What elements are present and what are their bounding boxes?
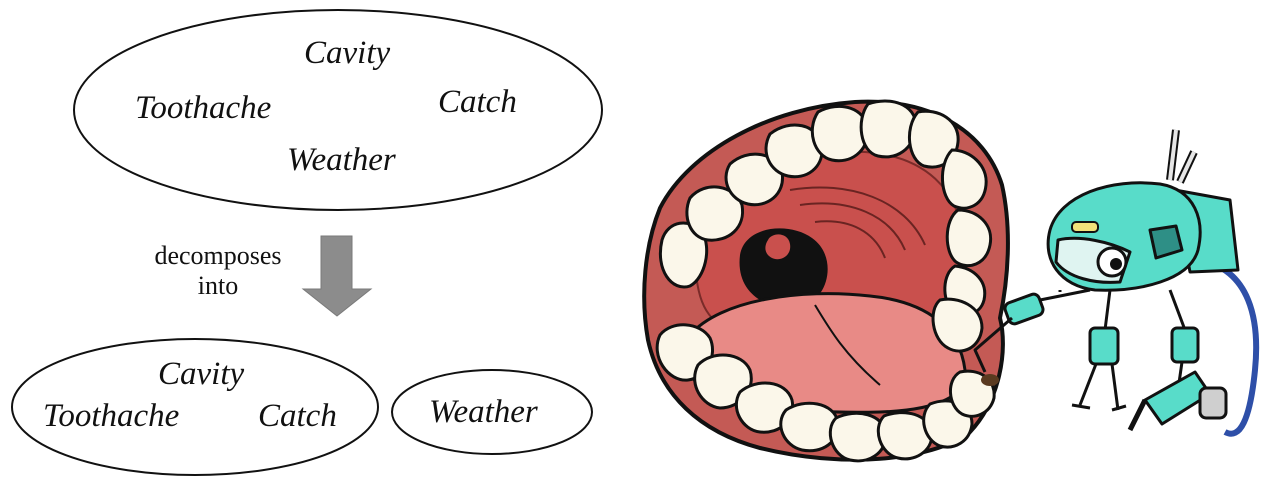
- arrow-label: decomposes into: [138, 241, 298, 301]
- cavity-spot: [981, 374, 999, 386]
- bottom-var-catch: Catch: [258, 400, 337, 433]
- bottom-var-cavity: Cavity: [158, 358, 244, 391]
- top-var-weather: Weather: [287, 144, 396, 177]
- robot-dentist-icon: [975, 130, 1256, 434]
- decomposition-arrow: [303, 236, 371, 316]
- open-mouth-illustration: [644, 101, 1008, 461]
- top-var-catch: Catch: [438, 86, 517, 119]
- top-var-cavity: Cavity: [304, 37, 390, 70]
- bottom-var-weather: Weather: [429, 396, 538, 429]
- top-var-toothache: Toothache: [135, 92, 271, 125]
- bottom-var-toothache: Toothache: [43, 400, 179, 433]
- arrow-label-line2: into: [138, 271, 298, 301]
- arrow-label-line1: decomposes: [138, 241, 298, 271]
